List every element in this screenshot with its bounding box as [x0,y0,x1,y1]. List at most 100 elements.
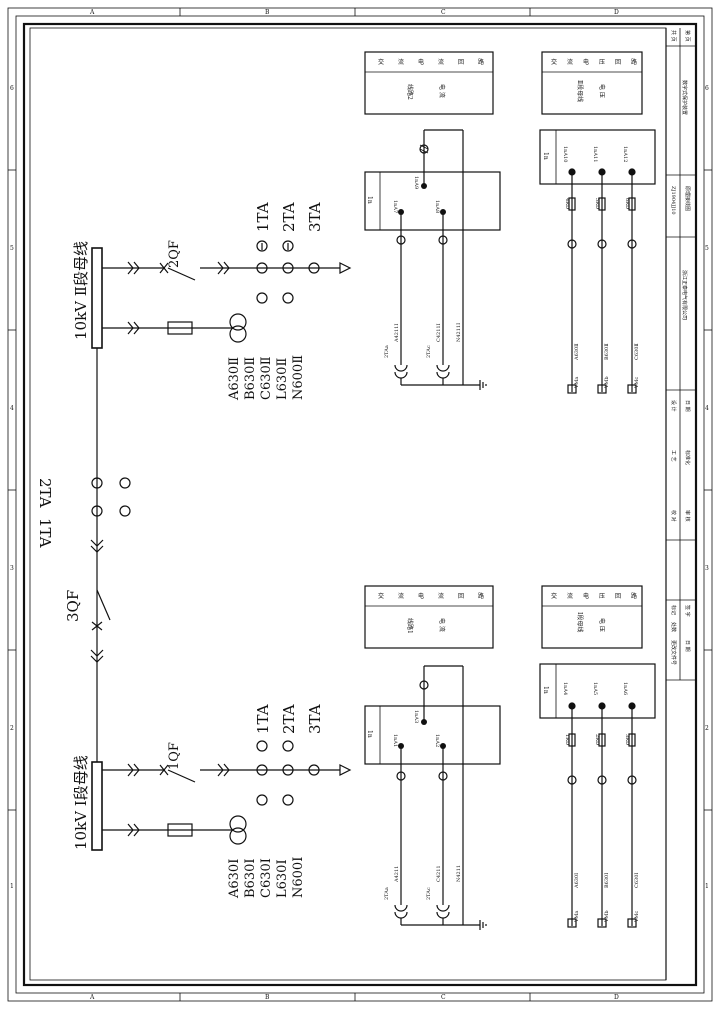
bus-ii-wire-c: C630Ⅱ [259,356,274,400]
f2-term-a9: 1nA9 [413,176,419,189]
outer-frame [7,7,713,1002]
v1-fuse-2rd: 2RD [594,734,600,745]
f1-wire-c: C4211 [436,865,442,882]
v2-device: 1n [542,152,549,160]
header-feeder1: 交 流 电 流 回 路 线路1 电 流 [364,585,494,649]
f2-h1: 流 [398,58,404,66]
bus-i-2ta: 2TA [280,704,298,734]
f1-h3: 流 [438,592,444,600]
ruler-a-top: A [89,9,95,16]
breaker-3qf: 3QF [64,590,82,622]
bus-i-wire-b: B630Ⅰ [243,858,258,898]
tie-2ta: 2TA [36,478,54,508]
ruler-b-bottom: B [265,994,270,1001]
v2-h2: 电 [583,58,589,66]
v1-wire-a: A630Ⅰ [574,873,580,889]
v2-h4: 回 [615,59,621,66]
bus-ii-wire-l: L630Ⅱ [275,358,290,400]
f2-h2: 电 [418,58,424,66]
f2-h3: 流 [438,58,444,66]
f1-wire-a: A4211 [394,866,400,883]
bus-i-wire-c: C630Ⅰ [259,858,274,898]
f2-ct-a: 2TAa [384,345,390,358]
tb-rev-doc: 更改文件号 [670,640,677,665]
ruler-frame [15,15,705,994]
ruler-a-bottom: A [89,994,95,1001]
ruler-d-top: D [614,9,619,16]
bus-ii-wire-n: N600Ⅱ [291,355,306,400]
f1-ct-a: 2TAa [384,887,390,900]
feeder2-circuit: 1n 1nA7 1nA8 1nA9 2TAa 2TAc A4211Ⅰ C4211… [364,129,501,390]
v1-h0: 交 [551,592,557,600]
f1-h5: 路 [478,592,484,600]
f1-h4: 回 [458,593,464,600]
v1-device: 1n [542,686,549,694]
ruler-6: 6 [10,85,14,92]
bus-i-3ta: 3TA [306,704,324,734]
v2-h0: 交 [551,58,557,66]
v2-h5: 路 [631,58,637,66]
v2-bus-b: YMb [604,376,610,389]
tb-company: 浙江正泰电气有限公司 [681,270,688,320]
v2-wire-c: C630Ⅱ [634,343,640,360]
f1-wire-n: N4211 [456,865,462,882]
v2-bus-a: YMa [574,377,580,389]
tb-rev-date: 日 期 [684,640,690,652]
ruler-5: 5 [10,245,14,252]
volt2-circuit: 1n 1nA10 1nA11 1nA12 4RD 5RD 6RD A630Ⅱ B… [539,129,656,394]
ruler-3-r: 3 [705,565,709,572]
ruler-1: 1 [10,883,14,890]
ruler-ticks [8,8,712,1001]
f2-h4: 回 [458,59,464,66]
v1-term-a6: 1nA6 [622,682,628,695]
v1-wire-b: B630Ⅰ [604,873,610,888]
tb-design: 设 计 [670,400,677,412]
v1-fuse-1rd: 1RD [564,734,570,745]
v2-name: Ⅱ段母线 [576,80,584,102]
ruler-d-bottom: D [614,994,619,1001]
v1-h4: 回 [615,593,621,600]
ruler-4-r: 4 [705,405,709,412]
tb-pages-current: 第 页 [684,30,691,42]
bus-ii-wire-labels: A630Ⅱ B630Ⅱ C630Ⅱ L630Ⅱ N600Ⅱ [227,355,306,401]
ruler: A B C D A B C D 1 2 3 4 5 6 1 2 3 4 5 6 [10,9,709,1001]
f1-term-a1: 1nA1 [392,734,398,747]
bus-i-title: 10kV Ⅰ段母线 [72,755,90,850]
f2-device: 1n [366,196,373,204]
bus-ii-bar [91,247,103,349]
bus-i-1ta: 1TA [254,704,272,734]
header-feeder2: 交 流 电 流 回 路 线路2 电 流 [364,51,494,115]
tb-drawing-name: 数字式保护装置 [681,80,688,115]
tie-1ta: 1TA [36,518,54,548]
tb-check: 校 对 [670,510,677,522]
f1-h2: 电 [418,592,424,600]
f1-name: 线路1 [406,618,414,634]
v2-fuse-5rd: 5RD [594,198,600,209]
f1-device: 1n [366,730,373,738]
header-volt2: 交 流 电 压 回 路 Ⅱ段母线 电 压 [541,51,643,115]
ruler-5-r: 5 [705,245,709,252]
v1-bus-b: YMb [604,910,610,923]
bus-i-wire-labels: A630Ⅰ B630Ⅰ C630Ⅰ L630Ⅰ N600Ⅰ [227,857,306,899]
v1-h3: 压 [599,593,605,600]
f1-sub: 电 流 [438,618,446,632]
f2-wire-a: A4211Ⅰ [394,324,400,343]
bus-ii-2ta: 2TA [280,202,298,232]
f2-h0: 交 [378,58,384,66]
ruler-2: 2 [10,725,14,732]
v1-h2: 电 [583,592,589,600]
tb-process: 工 艺 [670,450,676,462]
ruler-6-r: 6 [705,85,709,92]
tb-rev-mark: 标记 [670,605,677,615]
bus-i-wire-a: A630Ⅰ [227,859,242,899]
tb-code: ZJ1904JJ10 [670,186,676,215]
v1-sub: 电 压 [598,618,606,632]
v2-wire-b: B630Ⅱ [604,343,610,360]
bus-ii-wire-b: B630Ⅱ [243,357,258,400]
bus-i-wire-l: L630Ⅰ [275,859,290,898]
tb-rev-count: 处数 [670,622,677,632]
bus-ii-1ta: 1TA [254,202,272,232]
v2-term-a12: 1nA12 [622,146,628,162]
